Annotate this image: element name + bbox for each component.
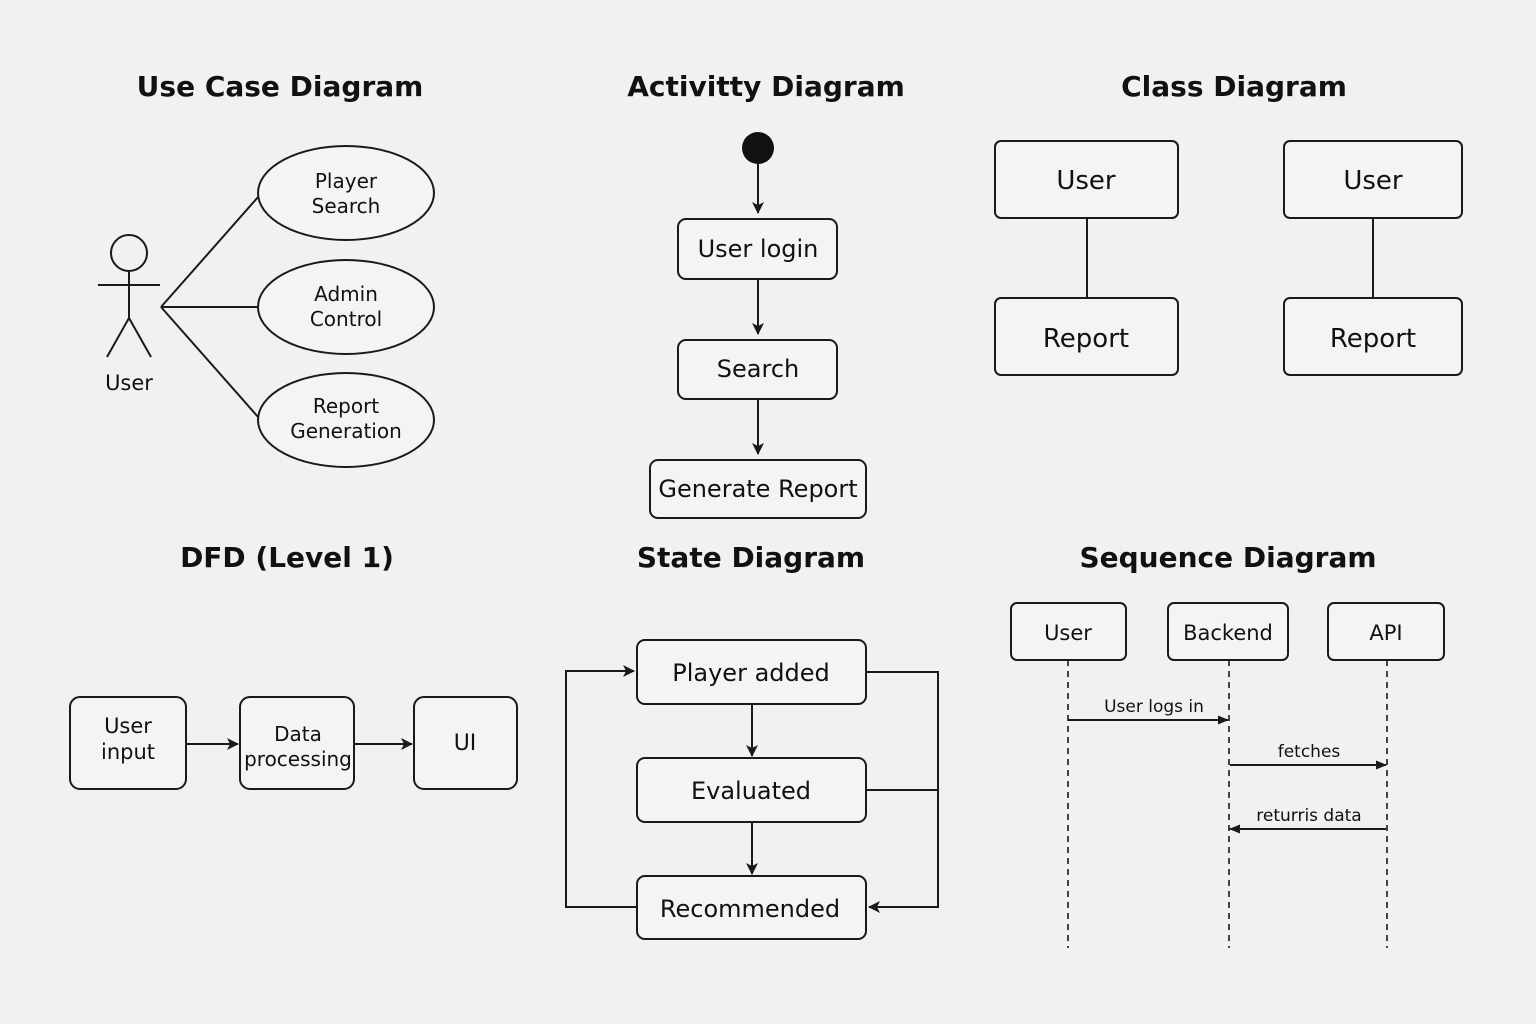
participant-backend: Backend [1167,602,1289,661]
activity-step-label: Search [717,355,799,383]
association-line [160,306,260,419]
activity-diagram: Activitty Diagram User login Search Gene… [627,70,905,519]
use-case-diagram: Use Case Diagram User Player Search Admi… [98,70,435,468]
state-label: Player added [672,659,830,687]
dfd-diagram: DFD (Level 1) User input Data processing… [69,541,518,790]
use-case-line: Search [312,194,381,218]
initial-node-icon [742,132,774,164]
class-name: Report [1043,324,1129,354]
sequence-diagram: Sequence Diagram User Backend API User l… [1010,541,1445,948]
dfd-node-line: processing [244,747,352,771]
dfd-node-line: User [104,714,152,738]
use-case-line: Player [315,169,378,193]
activity-step-user-login: User login [677,218,838,280]
message-fetches: fetches [1230,742,1387,770]
participant-user: User [1010,602,1127,661]
activity-step-label: Generate Report [658,475,857,503]
dfd-node-user-input: User input [69,696,187,790]
message-label: fetches [1278,742,1341,762]
state-player-added: Player added [636,639,867,705]
sequence-title: Sequence Diagram [1079,541,1376,574]
class-name: User [1343,166,1403,196]
state-label: Evaluated [691,777,811,805]
activity-step-label: User login [698,235,819,263]
participant-label: Backend [1183,621,1273,645]
actor-stick-figure-icon [98,234,160,358]
class-diagram: Class Diagram User Report User Report [994,70,1463,376]
participant-api: API [1327,602,1445,661]
dfd-node-data-processing: Data processing [239,696,355,790]
class-title: Class Diagram [1121,70,1347,103]
state-evaluated: Evaluated [636,757,867,823]
state-diagram: State Diagram Player added Evaluated Rec… [565,541,939,940]
use-case-line: Generation [290,419,402,443]
activity-title: Activitty Diagram [627,70,905,103]
dfd-node-line: UI [454,731,477,756]
association-line [160,195,260,308]
activity-step-search: Search [677,339,838,400]
dfd-node-ui: UI [413,696,518,790]
message-user-logs-in: User logs in [1068,697,1229,725]
participant-label: User [1044,621,1092,645]
dfd-node-line: input [101,740,155,764]
message-label: returris data [1256,806,1361,826]
use-case-admin-control: Admin Control [257,259,435,355]
participant-label: API [1369,621,1402,645]
dfd-node-line: Data [274,722,322,746]
use-case-report-generation: Report Generation [257,372,435,468]
use-case-line: Report [313,394,379,418]
activity-step-generate-report: Generate Report [649,459,867,519]
dfd-title: DFD (Level 1) [180,541,394,574]
use-case-line: Control [310,307,382,331]
message-returns-data: returris data [1229,806,1386,834]
class-box [1283,297,1463,376]
use-case-line: Admin [314,282,378,306]
class-pair-right: User Report [1283,140,1463,376]
transition-arrow-loop [565,665,637,908]
class-pair-left: User Report [994,140,1179,376]
actor-label: User [105,371,153,395]
message-label: User logs in [1104,697,1204,717]
state-label: Recommended [660,895,840,923]
state-title: State Diagram [637,541,865,574]
class-name: User [1056,166,1116,196]
use-case-title: Use Case Diagram [137,70,424,103]
state-recommended: Recommended [636,875,867,940]
class-name: Report [1330,324,1416,354]
use-case-player-search: Player Search [257,145,435,241]
class-box [994,297,1179,376]
